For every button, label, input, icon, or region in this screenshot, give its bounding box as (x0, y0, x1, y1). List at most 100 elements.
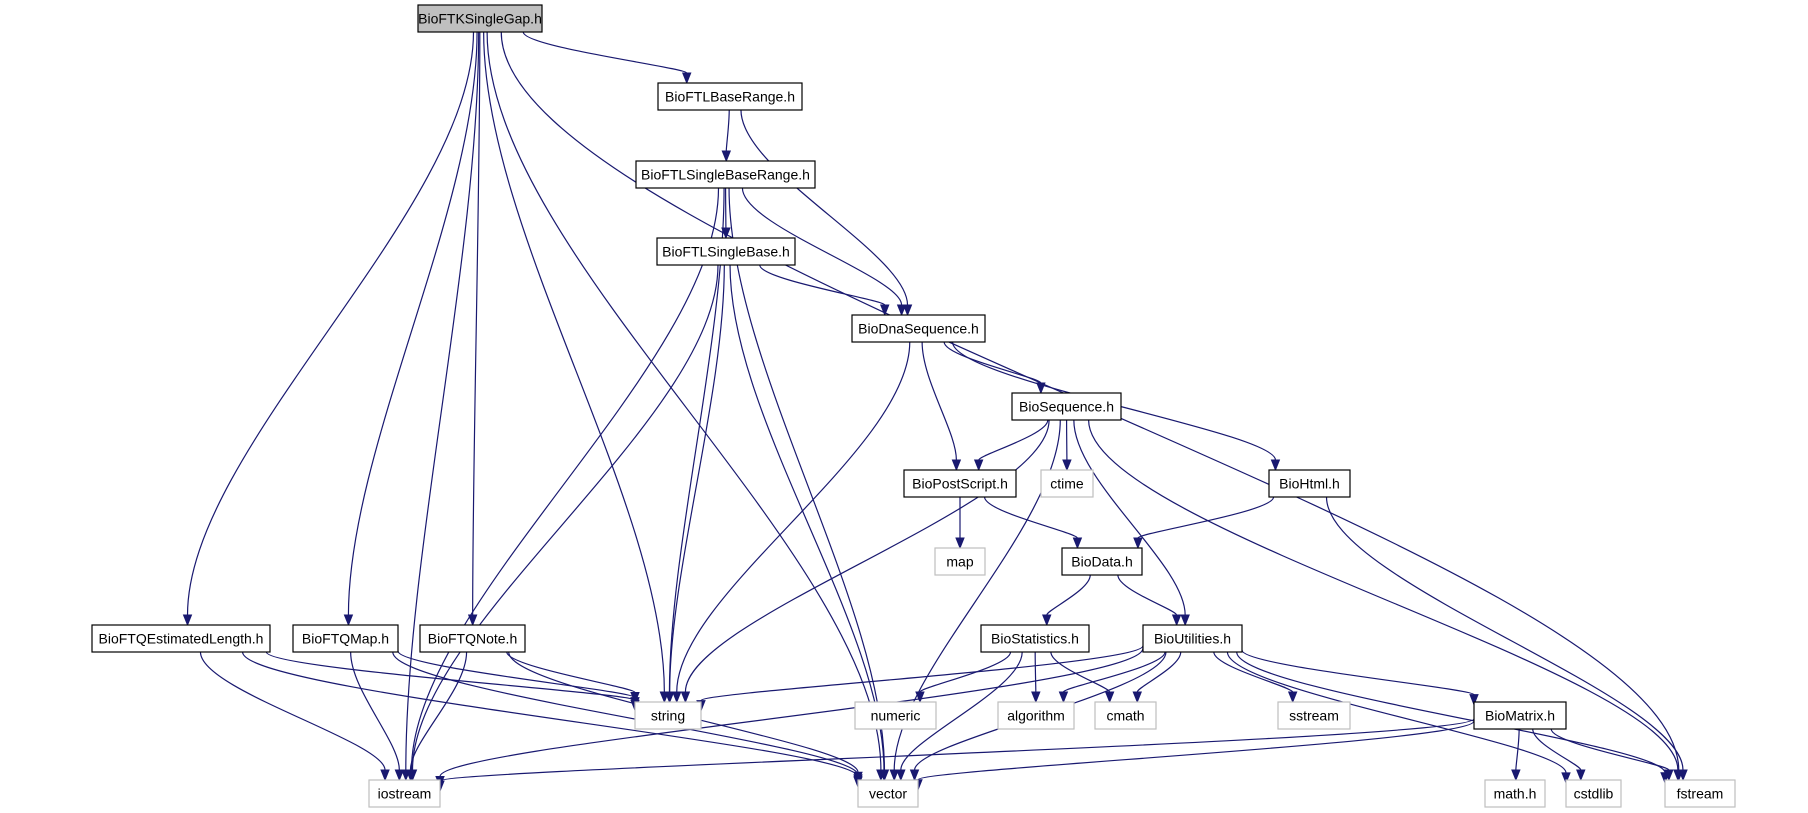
node-box-cstdlib (1565, 779, 1622, 808)
arrowhead-sequence-to-string (680, 691, 691, 704)
arrowhead-data-to-utilities (1171, 614, 1182, 627)
edge-root-to-baserange (522, 31, 688, 74)
edge-statistics-to-algorithm (1034, 651, 1037, 693)
node-label-singlebase: BioFTLSingleBase.h (662, 244, 790, 260)
edge-utilities-to-cmath (1136, 651, 1182, 693)
node-numeric: numeric (854, 701, 937, 730)
arrowhead-root-to-estlen (182, 614, 193, 627)
edge-utilities-to-cstdlib (1226, 651, 1567, 774)
arrowhead-matrix-to-mathh (1511, 769, 1521, 782)
node-label-algorithm: algorithm (1007, 708, 1065, 724)
node-label-numeric: numeric (871, 708, 921, 724)
arrowhead-ftqmap-to-iostream (394, 769, 405, 782)
edge-dnaseq-to-sequence (943, 341, 1042, 384)
node-utilities[interactable]: BioUtilities.h (1142, 624, 1243, 653)
node-label-estlen: BioFTQEstimatedLength.h (99, 631, 264, 647)
arrowhead-root-to-baserange (681, 72, 692, 85)
edge-sequence-to-string (684, 419, 1050, 693)
node-box-ctime (1040, 469, 1094, 498)
node-box-statistics (980, 624, 1090, 653)
node-box-utilities (1142, 624, 1243, 653)
node-box-sstream (1277, 701, 1351, 730)
edge-dnaseq-to-string (676, 341, 911, 693)
edge-statistics-to-vector (900, 651, 1023, 771)
node-label-ftqnote: BioFTQNote.h (428, 631, 517, 647)
node-singlebaserange[interactable]: BioFTLSingleBaseRange.h (635, 160, 816, 189)
node-matrix[interactable]: BioMatrix.h (1473, 701, 1567, 730)
node-singlebase[interactable]: BioFTLSingleBase.h (656, 237, 796, 266)
node-iostream: iostream (368, 779, 441, 808)
node-data[interactable]: BioData.h (1061, 547, 1143, 576)
edge-singlebase-to-string (669, 264, 725, 693)
node-label-sequence: BioSequence.h (1019, 399, 1114, 415)
node-postscript[interactable]: BioPostScript.h (903, 469, 1017, 498)
arrowhead-postscript-to-data (1072, 537, 1083, 550)
edge-root-to-ftqmap (347, 31, 478, 616)
node-label-dnaseq: BioDnaSequence.h (858, 321, 979, 337)
nodes-layer: BioFTKSingleGap.hBioFTLBaseRange.hBioFTL… (91, 4, 1736, 808)
node-label-html: BioHtml.h (1279, 476, 1340, 492)
node-box-ftqmap (292, 624, 399, 653)
node-box-estlen (91, 624, 271, 653)
arrowhead-dnaseq-to-postscript (951, 459, 962, 472)
node-vector: vector (857, 779, 919, 808)
edge-utilities-to-iostream (439, 648, 1144, 777)
node-html[interactable]: BioHtml.h (1268, 469, 1351, 498)
edge-root-to-iostream (405, 31, 480, 771)
edge-matrix-to-vector (917, 720, 1475, 781)
edge-utilities-to-sstream (1213, 651, 1294, 693)
edge-html-to-data (1137, 496, 1275, 539)
node-fstream: fstream (1664, 779, 1736, 808)
arrowhead-dnaseq-to-html (1270, 459, 1281, 472)
node-statistics[interactable]: BioStatistics.h (980, 624, 1090, 653)
arrowhead-utilities-to-cstdlib (1561, 772, 1571, 785)
arrowhead-data-to-statistics (1042, 614, 1052, 627)
node-box-html (1268, 469, 1351, 498)
node-string: string (634, 701, 702, 730)
node-label-matrix: BioMatrix.h (1485, 708, 1555, 724)
node-box-vector (857, 779, 919, 808)
node-box-iostream (368, 779, 441, 808)
edge-statistics-to-numeric (919, 651, 1012, 693)
arrowhead-html-to-data (1133, 537, 1143, 550)
edge-data-to-utilities (1117, 574, 1178, 616)
node-box-root (417, 4, 543, 33)
arrowhead-statistics-to-vector (896, 769, 906, 782)
edge-baserange-to-singlebaserange (725, 109, 730, 152)
node-box-data (1061, 547, 1143, 576)
node-label-cmath: cmath (1106, 708, 1144, 724)
node-label-cstdlib: cstdlib (1574, 786, 1614, 802)
node-ftqmap[interactable]: BioFTQMap.h (292, 624, 399, 653)
arrowhead-utilities-to-matrix (1469, 694, 1479, 707)
node-label-vector: vector (869, 786, 907, 802)
node-root[interactable]: BioFTKSingleGap.h (417, 4, 543, 33)
node-baserange[interactable]: BioFTLBaseRange.h (657, 82, 803, 111)
node-ftqnote[interactable]: BioFTQNote.h (419, 624, 526, 653)
edge-matrix-to-iostream (439, 718, 1475, 782)
edge-ftqnote-to-iostream (409, 651, 468, 771)
edge-data-to-statistics (1046, 574, 1091, 616)
node-box-cmath (1094, 701, 1157, 730)
arrowhead-sequence-to-vector (889, 769, 899, 782)
node-estlen[interactable]: BioFTQEstimatedLength.h (91, 624, 271, 653)
node-cstdlib: cstdlib (1565, 779, 1622, 808)
node-sstream: sstream (1277, 701, 1351, 730)
edge-baserange-to-dnaseq (740, 109, 909, 306)
node-dnaseq[interactable]: BioDnaSequence.h (851, 314, 986, 343)
edge-sequence-to-fstream (1088, 419, 1679, 771)
node-label-data: BioData.h (1071, 554, 1132, 570)
arrowhead-singlebase-to-dnaseq (880, 304, 890, 317)
node-box-matrix (1473, 701, 1567, 730)
arrowhead-utilities-to-cmath (1132, 691, 1142, 704)
node-cmath: cmath (1094, 701, 1157, 730)
edge-utilities-to-fstream (1236, 651, 1666, 774)
edge-estlen-to-string (265, 651, 636, 701)
edge-utilities-to-algorithm (1062, 651, 1166, 693)
node-sequence[interactable]: BioSequence.h (1011, 392, 1122, 421)
edge-ftqmap-to-vector (392, 651, 859, 776)
arrowhead-singlebase-to-string (664, 691, 675, 704)
edge-root-to-string (483, 31, 665, 693)
edge-singlebaserange-to-dnaseq (741, 187, 903, 306)
edge-singlebaserange-to-iostream (410, 187, 720, 771)
node-label-postscript: BioPostScript.h (912, 476, 1008, 492)
